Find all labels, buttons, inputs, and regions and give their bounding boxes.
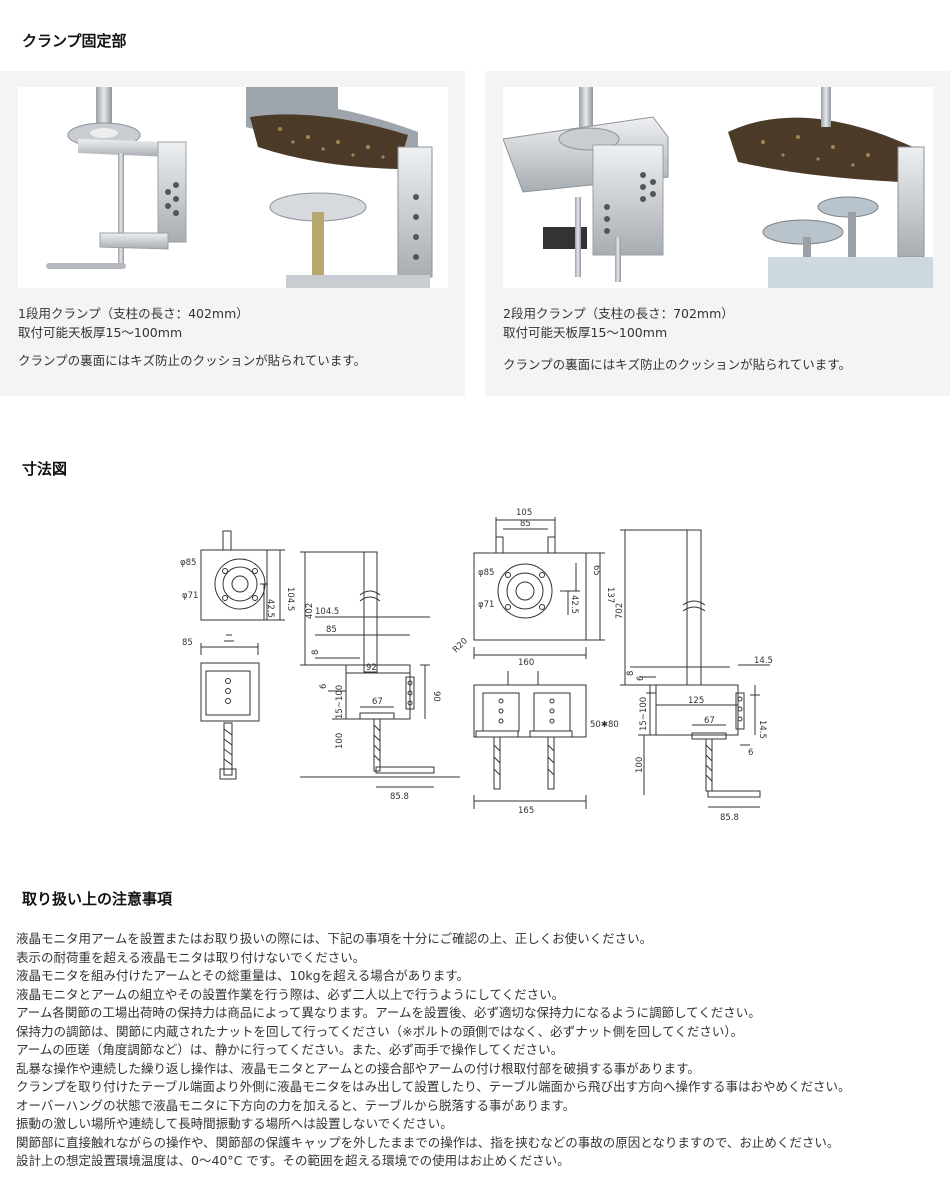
dim-label: 104.5 — [315, 607, 339, 617]
dim-label: 14.5 — [754, 656, 773, 666]
dim-label: 702 — [615, 603, 625, 619]
dim-label: 104.5 — [285, 587, 295, 611]
caution-item: 乱暴な操作や連続した繰り返し操作は、液晶モニタとアームとの接合部やアームの付け根… — [16, 1060, 700, 1076]
clamp-spec-line1: 2段用クランプ（支柱の長さ：702mm） — [503, 306, 734, 321]
dim-label: 85.8 — [720, 813, 739, 823]
caution-item: アーム各関節の工場出荷時の保持力は商品によって異なります。アームを設置後、必ず適… — [16, 1005, 761, 1020]
caution-item: 関節部に直接触れながらの操作や、関節部の保護キャップを外したままでの操作は、指を… — [16, 1134, 840, 1150]
dim-label: 15~100 — [639, 697, 649, 731]
dim-label: 67 — [372, 697, 383, 707]
clamp-photo-single — [18, 87, 448, 288]
caution-item: 液晶モニタを組み付けたアームとその総重量は、10kgを超える場合があります。 — [16, 968, 469, 983]
dim-label: 65 — [591, 565, 601, 576]
dim-label: 92 — [366, 663, 377, 673]
dim-label: 90 — [431, 691, 441, 702]
dim-label: φ71 — [478, 600, 494, 610]
clamp-spec-line2: 取付可能天板厚15～100mm — [503, 325, 668, 340]
clamp-cushion-note: クランプの裏面にはキズ防止のクッションが貼られています。 — [503, 357, 852, 372]
dim-label: 85 — [182, 638, 193, 648]
caution-item: 液晶モニタ用アームを設置またはお取り扱いの際には、下記の事項を十分にご確認の上、… — [16, 931, 653, 946]
clamp-cushion-note: クランプの裏面にはキズ防止のクッションが貼られています。 — [18, 353, 367, 368]
dim-label: φ71 — [182, 591, 198, 601]
caution-item: アームの匝瑳（角度調節など）は、静かに行ってください。また、必ず両手で操作してく… — [16, 1042, 564, 1057]
double-clamp-illustration — [503, 87, 933, 288]
caution-item: クランプを取り付けたテーブル端面より外側に液晶モニタをはみ出して設置したり、テー… — [16, 1079, 851, 1094]
dim-label: φ85 — [478, 568, 494, 578]
clamp-section-title: クランプ固定部 — [22, 32, 127, 50]
cautions-list: 液晶モニタ用アームを設置またはお取り扱いの際には、下記の事項を十分にご確認の上、… — [16, 930, 851, 1171]
clamp-description-double: 2段用クランプ（支柱の長さ：702mm） 取付可能天板厚15～100mm クラン… — [503, 304, 851, 374]
dim-label: φ85 — [180, 558, 196, 568]
clamp-spec-line2: 取付可能天板厚15～100mm — [18, 325, 183, 340]
dim-label: 67 — [704, 716, 715, 726]
dim-label: 402 — [305, 603, 315, 619]
caution-item: オーバーハングの状態で液晶モニタに下方向の力を加えると、テーブルから脱落する事が… — [16, 1097, 576, 1113]
dim-label: 50✱80 — [590, 720, 619, 730]
dim-label: 165 — [518, 806, 534, 816]
single-clamp-illustration — [46, 87, 433, 288]
caution-item: 表示の耐荷重を超える液晶モニタは取り付けないでください。 — [16, 949, 366, 965]
dimension-diagram: φ85 φ71 104.5 42.5 85 402 104.5 85 8 92 … — [180, 508, 773, 823]
clamp-spec-line1: 1段用クランプ（支柱の長さ：402mm） — [18, 306, 249, 321]
dim-label: 160 — [518, 658, 534, 668]
dim-label: 8 — [311, 650, 321, 655]
caution-item: 振動の激しい場所や連続して長時間振動する場所へは設置しないでください。 — [16, 1116, 453, 1131]
dim-label: 105 — [516, 508, 532, 518]
dim-label: 42.5 — [569, 595, 579, 614]
caution-item: 設計上の想定設置環境温度は、0～40°C です。その範囲を超える環境での使用はお… — [16, 1153, 570, 1168]
dim-label: 137 — [605, 587, 615, 603]
dim-label: 42.5 — [265, 599, 275, 618]
dim-label: 14.5 — [757, 720, 767, 739]
dim-label: R20 — [451, 636, 470, 655]
dim-label: 85 — [326, 625, 337, 635]
dimension-drawing: φ85 φ71 104.5 42.5 85 402 104.5 85 8 92 … — [160, 495, 950, 830]
cautions-section-title: 取り扱い上の注意事項 — [22, 890, 173, 908]
dim-label: 100 — [635, 757, 645, 773]
dim-label: 85 — [520, 519, 531, 529]
dim-label: 15~100 — [335, 685, 345, 719]
dim-label: 8 — [626, 671, 636, 676]
caution-item: 液晶モニタとアームの組立やその設置作業を行う際は、必ず二人以上で行うようにしてく… — [16, 986, 565, 1002]
dim-label: 6 — [748, 748, 753, 758]
clamp-description-single: 1段用クランプ（支柱の長さ：402mm） 取付可能天板厚15～100mm クラン… — [18, 304, 366, 370]
dim-label: 6 — [636, 676, 646, 681]
dim-label: 100 — [335, 733, 345, 749]
dim-label: 6 — [319, 684, 329, 689]
dim-label: 125 — [688, 696, 704, 706]
clamp-panel-double: 2段用クランプ（支柱の長さ：702mm） 取付可能天板厚15～100mm クラン… — [485, 71, 950, 396]
caution-item: 保持力の調節は、関節に内蔵されたナットを回して行ってください（※ボルトの頭側では… — [16, 1023, 744, 1039]
dimensions-section-title: 寸法図 — [22, 460, 68, 478]
clamp-panel-single: 1段用クランプ（支柱の長さ：402mm） 取付可能天板厚15～100mm クラン… — [0, 71, 465, 396]
clamp-photo-double — [503, 87, 933, 288]
dim-label: 85.8 — [390, 792, 409, 802]
